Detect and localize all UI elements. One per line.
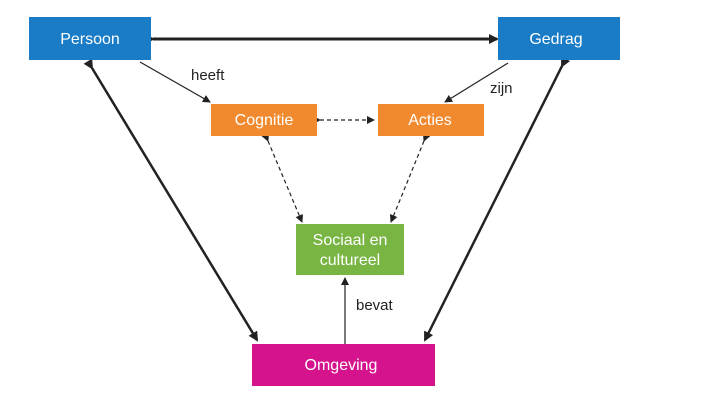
node-persoon-box (29, 17, 151, 60)
edge-gedrag-omgeving (423, 56, 571, 342)
node-persoon: Persoon (29, 17, 151, 60)
node-cognitie-label: Cognitie (235, 112, 294, 129)
node-persoon-label: Persoon (60, 31, 120, 48)
edge-persoon-omgeving (83, 58, 259, 342)
node-sociaal-label-line2: cultureel (320, 252, 380, 269)
edge-cognitie-sociaal (261, 132, 303, 223)
node-omgeving-box (252, 344, 435, 386)
edge-persoon-cognitie (139, 61, 211, 103)
node-cognitie: Cognitie (211, 104, 317, 136)
node-cognitie-box (211, 104, 317, 136)
edge-label-zijn: zijn (490, 80, 513, 97)
node-omgeving-label: Omgeving (305, 357, 378, 374)
node-sociaal: Sociaal en cultureel (296, 224, 404, 275)
node-gedrag-box (498, 17, 620, 60)
edge-acties-sociaal (389, 133, 431, 223)
node-sociaal-label-line1: Sociaal en (313, 232, 388, 249)
edge-gedrag-acties (444, 62, 509, 103)
node-acties-label: Acties (408, 112, 452, 129)
edge-label-heeft: heeft (191, 67, 225, 84)
node-sociaal-box (296, 224, 404, 275)
node-acties: Acties (378, 104, 484, 136)
node-omgeving: Omgeving (252, 344, 435, 386)
node-gedrag: Gedrag (498, 17, 620, 60)
node-gedrag-label: Gedrag (529, 31, 582, 48)
node-acties-box (378, 104, 484, 136)
edge-label-bevat: bevat (356, 297, 394, 314)
